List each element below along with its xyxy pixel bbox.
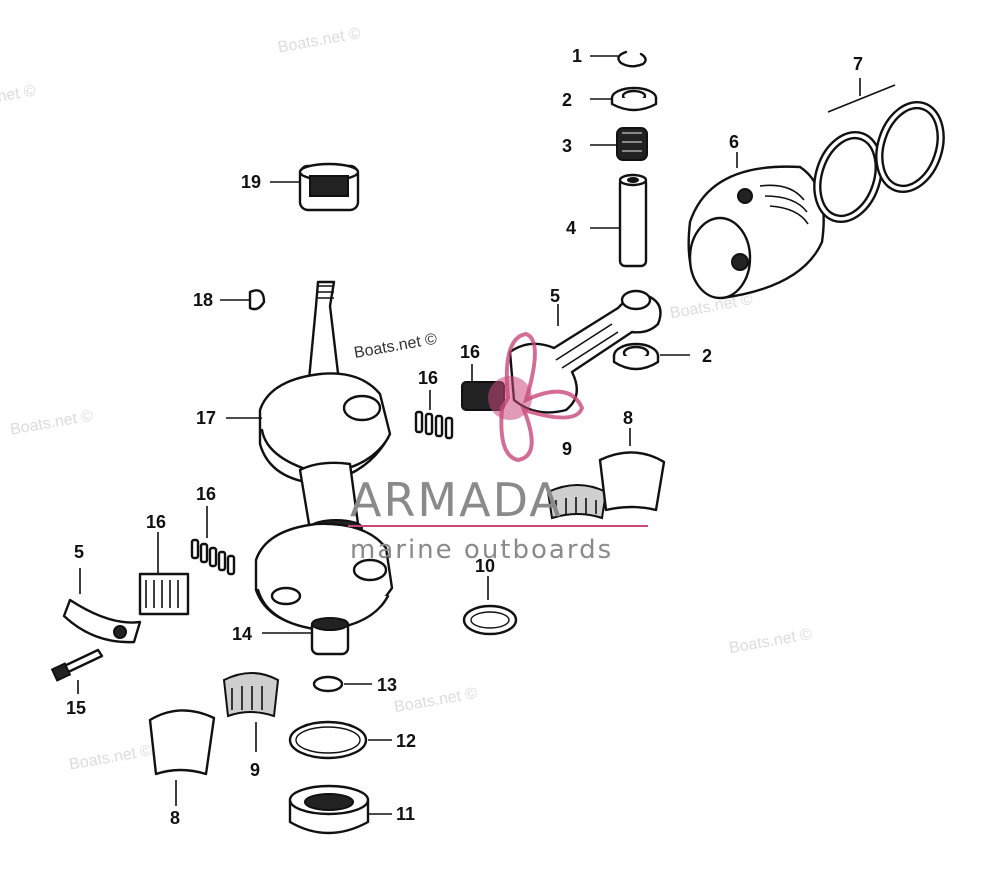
brand-logo: ARMADA marine outboards <box>348 331 648 565</box>
callout-5: 5 <box>550 286 560 306</box>
callout-19: 19 <box>241 172 261 192</box>
part-8-bearing-shell-right <box>598 428 666 512</box>
part-6-piston <box>687 152 825 300</box>
part-16-needle-rollers-upper <box>414 390 454 440</box>
part-2-washer-top <box>590 86 658 112</box>
callout-6: 6 <box>729 132 739 152</box>
callout-7: 7 <box>853 54 863 74</box>
part-11-oil-seal <box>288 784 392 835</box>
callout-2: 2 <box>562 90 572 110</box>
callout-9: 9 <box>250 760 260 780</box>
callout-10: 10 <box>475 556 495 576</box>
watermark-text: Boats.net © <box>728 626 814 657</box>
callout-16: 16 <box>460 342 480 362</box>
part-13-o-ring <box>312 675 372 693</box>
part-5-connecting-rod <box>508 289 662 414</box>
watermark-text: Boats.net © <box>393 685 479 716</box>
part-2-washer-lower <box>612 342 690 371</box>
part-10-retaining-ring <box>462 576 518 636</box>
callout-2: 2 <box>702 346 712 366</box>
callout-16: 16 <box>146 512 166 532</box>
brand-tagline: marine outboards <box>350 535 613 565</box>
callout-8: 8 <box>170 808 180 828</box>
part-3-needle-bearing <box>590 127 648 161</box>
part-15-screw <box>50 648 104 694</box>
part-5-rod-cap <box>62 568 142 644</box>
part-9-bearing-half-lower <box>222 672 280 752</box>
watermark-text: Boats.net © <box>0 82 37 113</box>
callout-16: 16 <box>196 484 216 504</box>
part-18-key <box>220 289 266 311</box>
callout-17: 17 <box>196 408 216 428</box>
callout-16: 16 <box>418 368 438 388</box>
callout-3: 3 <box>562 136 572 156</box>
part-12-seal-ring <box>288 720 392 760</box>
callout-18: 18 <box>193 290 213 310</box>
callout-9: 9 <box>562 439 572 459</box>
callout-1: 1 <box>572 46 582 66</box>
callout-5: 5 <box>74 542 84 562</box>
callout-11: 11 <box>396 804 415 824</box>
callout-8: 8 <box>623 408 633 428</box>
callout-15: 15 <box>66 698 86 718</box>
callout-labels: 1 2 3 4 5 2 6 7 8 9 10 11 12 13 14 15 16… <box>66 46 863 828</box>
part-4-piston-pin <box>590 173 648 268</box>
part-16-bearing-cage-lower <box>138 532 190 616</box>
watermark-layer: Boats.net © Boats.net © Boats.net © Boat… <box>0 25 814 773</box>
part-1-clip <box>590 50 647 68</box>
watermark-inline: Boats.net © <box>353 331 439 362</box>
part-19-bearing <box>270 162 360 212</box>
callout-12: 12 <box>396 731 416 751</box>
callout-14: 14 <box>232 624 252 644</box>
propeller-icon <box>499 331 585 463</box>
callout-13: 13 <box>377 675 397 695</box>
brand-name: ARMADA <box>350 473 563 527</box>
watermark-text: Boats.net © <box>9 407 95 438</box>
part-17-crankshaft <box>226 280 394 656</box>
watermark-text: Boats.net © <box>68 742 154 773</box>
part-7-piston-rings <box>813 78 945 224</box>
part-16-needle-rollers-lower <box>190 506 236 576</box>
callout-4: 4 <box>566 218 576 238</box>
watermark-text: Boats.net © <box>277 25 363 56</box>
part-8-bearing-shell-lower <box>148 709 216 806</box>
part-9-bearing-half-right <box>546 484 608 520</box>
